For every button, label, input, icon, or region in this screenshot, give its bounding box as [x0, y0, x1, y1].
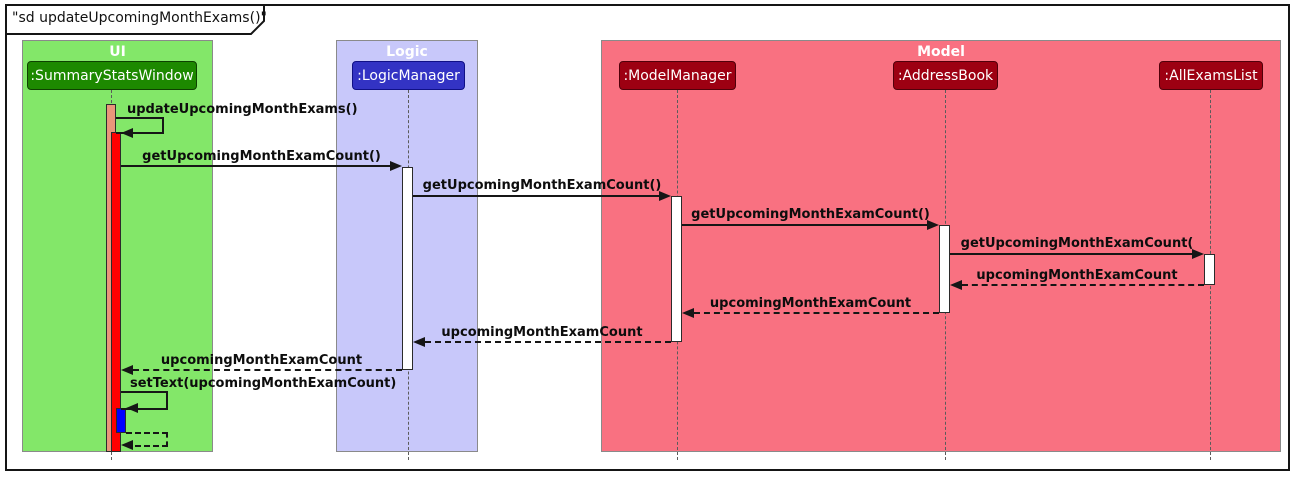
return-label: upcomingMonthExamCount [441, 325, 643, 340]
participant-summarystatswindow: :SummaryStatsWindow [27, 61, 197, 90]
group-model-title: Model [917, 44, 965, 60]
return-arrow [694, 312, 939, 314]
participant-allexamslist: :AllExamsList [1159, 61, 1263, 90]
diagram-frame [5, 4, 1290, 471]
activation-addressbook [939, 225, 950, 313]
arrowhead-left-icon [950, 280, 962, 290]
frame-title: "sd updateUpcomingMonthExams()" [12, 10, 267, 26]
message-self-arrow [116, 117, 164, 134]
participant-logicmanager: :LogicManager [352, 61, 465, 90]
activation-logicmanager [402, 167, 413, 370]
arrowhead-right-icon [1192, 249, 1204, 259]
activation-allexamslist [1204, 254, 1215, 285]
arrowhead-right-icon [390, 161, 402, 171]
arrowhead-right-icon [659, 191, 671, 201]
message-arrow [413, 195, 659, 197]
message-label: getUpcomingMonthExamCount() [422, 178, 662, 193]
return-arrow [425, 341, 671, 343]
participant-modelmanager: :ModelManager [619, 61, 736, 90]
activation-summarystatswindow-main [111, 132, 121, 452]
return-label: upcomingMonthExamCount [160, 353, 363, 368]
frame-title-tab [5, 4, 265, 35]
return-self-arrow [126, 432, 168, 447]
return-arrow [962, 284, 1204, 286]
return-arrow [133, 369, 402, 371]
message-arrow [121, 165, 390, 167]
arrowhead-left-icon [682, 308, 694, 318]
group-logic-title: Logic [386, 44, 428, 60]
message-label: getUpcomingMonthExamCount() [691, 207, 930, 222]
return-label: upcomingMonthExamCount [709, 296, 912, 311]
activation-modelmanager [671, 196, 682, 342]
message-arrow [682, 224, 927, 226]
arrowhead-left-icon [413, 337, 425, 347]
arrowhead-left-icon [121, 440, 133, 450]
message-label: getUpcomingMonthExamCount() [142, 149, 381, 164]
participant-addressbook: :AddressBook [893, 61, 998, 90]
arrowhead-left-icon [126, 403, 138, 413]
group-ui-title: UI [109, 44, 126, 60]
message-label: setText(upcomingMonthExamCount) [130, 376, 397, 391]
message-arrow [950, 253, 1192, 255]
arrowhead-left-icon [121, 128, 133, 138]
message-label: updateUpcomingMonthExams() [127, 102, 358, 117]
message-label: getUpcomingMonthExamCount( [960, 236, 1194, 251]
arrowhead-left-icon [121, 365, 133, 375]
return-label: upcomingMonthExamCount [976, 268, 1178, 283]
activation-summarystatswindow-settext [116, 408, 126, 433]
arrowhead-right-icon [927, 220, 939, 230]
message-self-arrow [121, 391, 168, 410]
